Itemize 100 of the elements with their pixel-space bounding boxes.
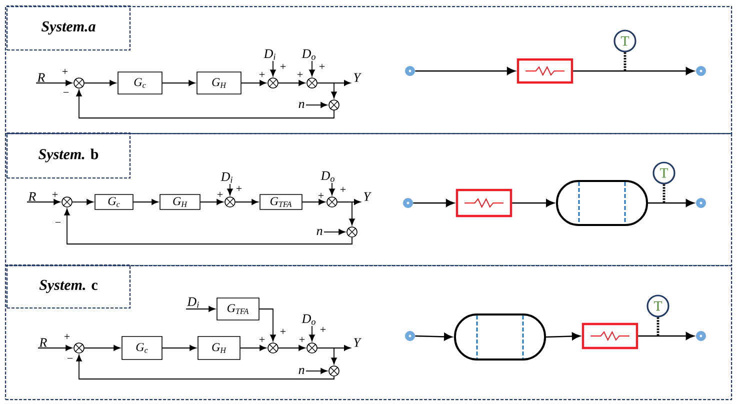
arrow (329, 182, 335, 196)
resistor-box (516, 58, 574, 84)
sign-label: + (217, 192, 223, 198)
panel-frame (5, 133, 732, 266)
arrow (415, 332, 452, 341)
arrow (36, 80, 72, 86)
arrow (512, 199, 554, 207)
summing-junction (346, 226, 358, 238)
arrow (72, 199, 94, 205)
tank-vessel (454, 314, 546, 360)
arrow (84, 80, 116, 86)
port-dot (405, 66, 415, 76)
arrow (546, 332, 580, 340)
sign-label: + (299, 336, 305, 342)
arrow (324, 229, 346, 235)
summing-junction (268, 78, 278, 88)
transfer-block: G$_{H}$ (160, 194, 200, 210)
signal-label: D$_{o}$ (302, 49, 316, 60)
resistor-box (456, 188, 512, 218)
arrow (162, 345, 196, 351)
signal-label: Y (354, 73, 362, 82)
arrow (162, 80, 196, 86)
sensor-line (624, 52, 626, 71)
arrow (316, 348, 337, 364)
sign-label: + (52, 192, 58, 198)
signal-label: R (39, 338, 47, 347)
transfer-block: G$_{TFA}$ (260, 194, 302, 210)
sign-label: + (320, 326, 326, 332)
sign-label: + (318, 192, 324, 198)
summing-junction (62, 196, 72, 208)
signal-label: D$_{i}$ (187, 297, 199, 308)
arrow (278, 80, 306, 86)
arrow (200, 199, 224, 205)
sign-label: − (63, 92, 69, 93)
arrow (648, 199, 694, 207)
arrow (336, 202, 355, 226)
sign-label: − (67, 358, 73, 359)
arrow (309, 60, 315, 76)
arrow (234, 199, 258, 205)
arrow (306, 368, 328, 374)
title-tab: System.a (6, 5, 131, 51)
summing-junction (224, 196, 236, 208)
signal-label: Y (364, 192, 372, 201)
sign-label: + (259, 72, 265, 78)
arrow (413, 199, 454, 207)
transfer-block: G$_{c}$ (118, 72, 162, 94)
port-dot (696, 66, 706, 76)
arrow (638, 332, 694, 340)
sign-label: + (297, 72, 303, 78)
sensor-line (662, 184, 666, 203)
sign-label: + (280, 328, 286, 334)
transfer-block: G$_{TFA}$ (216, 298, 260, 320)
arrow (240, 80, 266, 86)
summing-junction (74, 78, 84, 88)
summing-junction (306, 78, 318, 88)
arrow (132, 199, 158, 205)
arrow (306, 102, 328, 108)
arrow (64, 208, 352, 244)
sign-label: + (236, 186, 242, 192)
title-tab: System. c (6, 264, 131, 309)
port-dot (696, 198, 706, 208)
sensor-line (656, 317, 660, 336)
port-dot (696, 331, 706, 341)
signal-label: n (298, 102, 304, 108)
resistor-box (582, 322, 638, 350)
arrow (302, 199, 326, 205)
signal-label: n (316, 228, 322, 236)
sign-label: + (319, 64, 325, 70)
panel-frame (5, 6, 732, 134)
signal-label: R (28, 192, 36, 201)
arrow (316, 82, 337, 98)
panel-frame (5, 265, 732, 400)
summing-junction (74, 342, 84, 354)
sign-label: − (55, 222, 61, 223)
port-dot (403, 198, 413, 208)
signal-label: n (298, 368, 304, 374)
sign-label: + (64, 334, 70, 340)
sign-label: + (340, 186, 346, 192)
arrow (26, 199, 60, 205)
sign-label: + (280, 64, 286, 70)
transfer-block: G$_{H}$ (198, 336, 240, 360)
arrow (76, 90, 334, 118)
arrow (76, 354, 334, 380)
signal-label: Y (354, 338, 362, 347)
arrow (278, 345, 306, 351)
arrow (186, 306, 216, 312)
arrow (270, 60, 276, 76)
signal-label: D$_{i}$ (220, 172, 232, 183)
transfer-block: G$_{H}$ (196, 72, 242, 94)
arrow (415, 67, 516, 75)
signal-label: R (37, 73, 45, 82)
arrow (227, 184, 233, 196)
transfer-block: G$_{c}$ (94, 194, 134, 210)
transfer-block: G$_{c}$ (122, 336, 162, 360)
arrow (84, 345, 120, 351)
arrow (240, 345, 266, 351)
port-dot (405, 331, 415, 341)
tank-vessel (556, 180, 648, 226)
signal-label: D$_{i}$ (264, 49, 276, 60)
sign-label: + (62, 68, 68, 74)
